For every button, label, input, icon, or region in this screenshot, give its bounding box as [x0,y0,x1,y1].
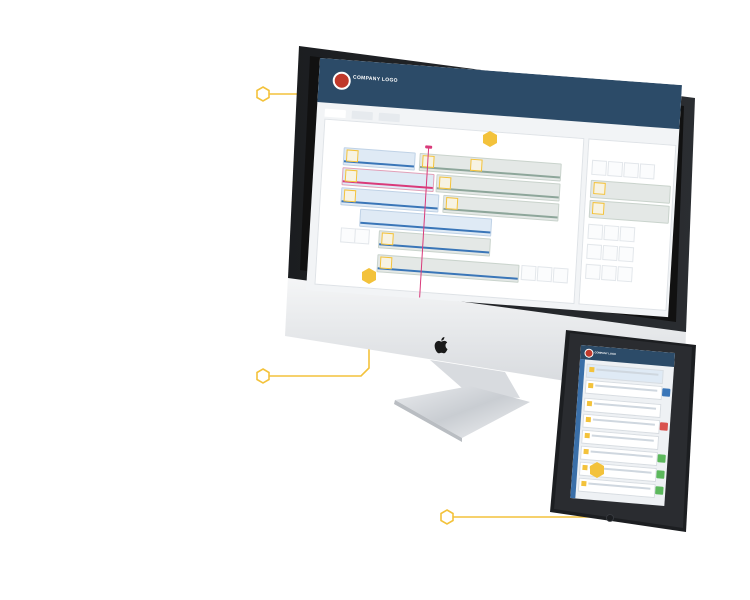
hexagon-callout-icon [256,368,270,384]
hexagon-callout-icon [362,268,376,284]
hexagon-callout-icon [440,509,454,525]
apple-logo-icon [434,337,448,354]
hexagon-callout-icon [590,462,604,478]
hexagon-callout-icon [256,86,270,102]
hexagon-callout-icon [483,131,497,147]
